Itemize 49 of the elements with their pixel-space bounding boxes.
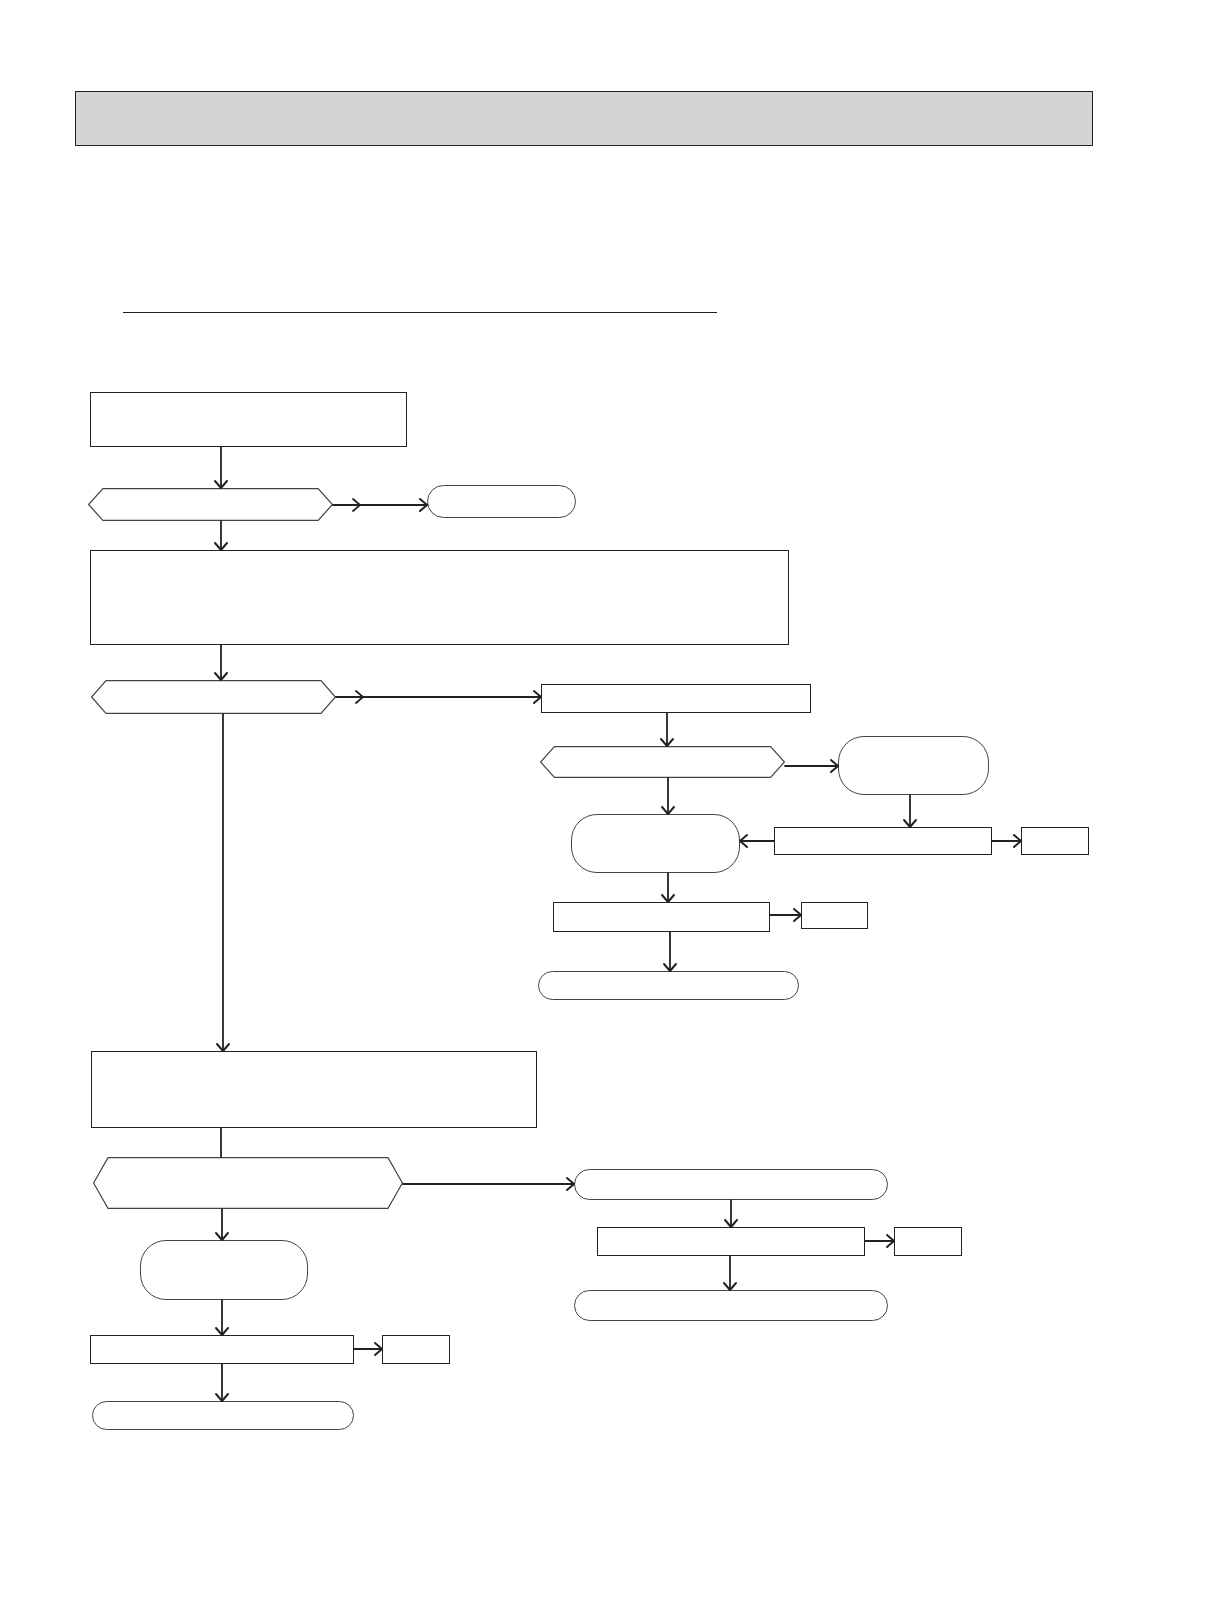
process-box <box>801 902 868 929</box>
process-box <box>91 1051 537 1128</box>
arrow <box>663 931 677 972</box>
rounded-box <box>838 736 989 795</box>
terminal-pill <box>574 1169 888 1200</box>
process-box <box>597 1227 865 1256</box>
arrow <box>864 1234 895 1248</box>
arrow <box>661 872 675 903</box>
arrow <box>784 759 839 773</box>
process-box <box>90 1335 354 1364</box>
arrow <box>903 794 917 828</box>
arrow <box>660 712 674 747</box>
process-box <box>894 1227 962 1256</box>
arrow <box>661 777 675 815</box>
arrow <box>769 908 802 922</box>
process-box <box>90 550 789 645</box>
header-band <box>75 91 1093 146</box>
decision-hexagon <box>540 746 785 778</box>
arrow <box>214 520 228 551</box>
arrow <box>332 498 428 512</box>
arrow <box>723 1255 737 1291</box>
process-box <box>1021 827 1089 855</box>
process-box <box>553 902 770 932</box>
arrow <box>214 446 228 489</box>
arrow <box>991 834 1022 848</box>
arrow <box>739 834 775 848</box>
process-box <box>774 827 992 855</box>
arrow <box>353 1342 383 1356</box>
arrow <box>215 1299 229 1336</box>
arrow <box>335 690 542 704</box>
decision-hexagon <box>88 488 333 521</box>
arrow <box>724 1199 738 1228</box>
terminal-pill <box>427 485 576 518</box>
arrow <box>215 1208 229 1241</box>
arrow <box>216 713 230 1052</box>
process-box <box>541 684 811 713</box>
decision-hexagon <box>91 680 336 714</box>
process-box <box>382 1335 450 1364</box>
rounded-box <box>140 1240 308 1300</box>
terminal-pill <box>92 1401 354 1430</box>
process-box <box>90 392 407 447</box>
terminal-pill <box>538 971 799 1000</box>
terminal-pill <box>574 1290 888 1321</box>
arrow <box>214 644 228 681</box>
arrow <box>215 1363 229 1402</box>
connector-line <box>220 1127 222 1158</box>
rounded-box <box>571 814 740 873</box>
decision-hexagon <box>93 1157 403 1209</box>
arrow <box>402 1177 575 1191</box>
